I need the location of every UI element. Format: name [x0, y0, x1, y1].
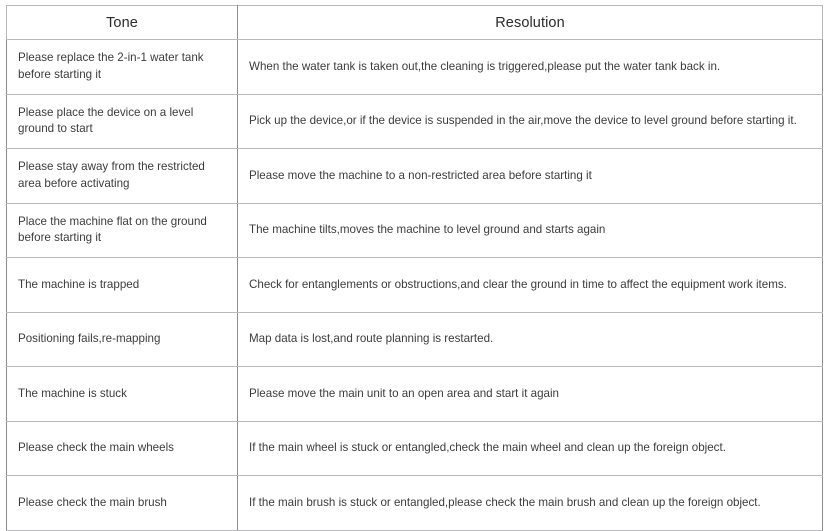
cell-resolution: Please move the main unit to an open are…	[237, 366, 823, 422]
cell-resolution: Pick up the device,or if the device is s…	[237, 93, 823, 149]
table-row: Please place the device on a level groun…	[6, 93, 823, 149]
cell-tone: The machine is stuck	[6, 366, 238, 422]
tone-text: Place the machine flat on the ground bef…	[18, 214, 207, 245]
cell-resolution: The machine tilts,moves the machine to l…	[237, 202, 823, 258]
cell-resolution: Map data is lost,and route planning is r…	[237, 311, 823, 367]
cell-tone: Please check the main brush	[6, 475, 238, 531]
resolution-text: Please move the machine to a non-restric…	[249, 168, 592, 182]
table-row: Place the machine flat on the ground bef…	[6, 202, 823, 258]
table-row: Please stay away from the restricted are…	[6, 148, 823, 204]
resolution-text: The machine tilts,moves the machine to l…	[249, 223, 606, 237]
table-row: Please check the main brush If the main …	[6, 475, 823, 531]
resolution-text: Check for entanglements or obstructions,…	[249, 277, 787, 291]
column-header-tone: Tone	[6, 5, 238, 40]
column-header-resolution: Resolution	[237, 5, 823, 40]
table-header: Tone Resolution	[6, 5, 823, 40]
table-body: Please replace the 2-in-1 water tank bef…	[6, 39, 823, 531]
cell-tone: Positioning fails,re-mapping	[6, 311, 238, 367]
table-row: Please replace the 2-in-1 water tank bef…	[6, 39, 823, 95]
cell-resolution: Check for entanglements or obstructions,…	[237, 257, 823, 313]
table-row: The machine is stuck Please move the mai…	[6, 366, 823, 422]
cell-tone: Please replace the 2-in-1 water tank bef…	[6, 39, 238, 95]
cell-tone: The machine is trapped	[6, 257, 238, 313]
cell-resolution: If the main brush is stuck or entangled,…	[237, 475, 823, 531]
cell-tone: Please stay away from the restricted are…	[6, 148, 238, 204]
resolution-text: If the main wheel is stuck or entangled,…	[249, 441, 726, 455]
tone-text: The machine is trapped	[18, 277, 140, 291]
resolution-text: When the water tank is taken out,the cle…	[249, 59, 721, 73]
tone-resolution-table: Tone Resolution Please replace the 2-in-…	[6, 5, 823, 531]
tone-text: Please check the main brush	[18, 495, 167, 509]
resolution-text: Pick up the device,or if the device is s…	[249, 114, 797, 128]
tone-text: Positioning fails,re-mapping	[18, 332, 161, 346]
tone-text: Please stay away from the restricted are…	[18, 160, 205, 190]
tone-text: Please check the main wheels	[18, 441, 174, 455]
tone-text: Please place the device on a level groun…	[18, 105, 194, 136]
table-row: The machine is trapped Check for entangl…	[6, 257, 823, 313]
resolution-text: Map data is lost,and route planning is r…	[249, 332, 494, 346]
tone-text: The machine is stuck	[18, 386, 127, 400]
cell-resolution: If the main wheel is stuck or entangled,…	[237, 420, 823, 476]
cell-resolution: When the water tank is taken out,the cle…	[237, 39, 823, 95]
table-row: Please check the main wheels If the main…	[6, 420, 823, 476]
cell-tone: Please place the device on a level groun…	[6, 93, 238, 149]
header-row: Tone Resolution	[6, 5, 823, 40]
table-container: Tone Resolution Please replace the 2-in-…	[6, 5, 823, 531]
resolution-text: Please move the main unit to an open are…	[249, 386, 560, 400]
cell-tone: Please check the main wheels	[6, 420, 238, 476]
cell-resolution: Please move the machine to a non-restric…	[237, 148, 823, 204]
tone-text: Please replace the 2-in-1 water tank bef…	[18, 51, 204, 81]
cell-tone: Place the machine flat on the ground bef…	[6, 202, 238, 258]
resolution-text: If the main brush is stuck or entangled,…	[249, 495, 761, 509]
table-row: Positioning fails,re-mapping Map data is…	[6, 311, 823, 367]
